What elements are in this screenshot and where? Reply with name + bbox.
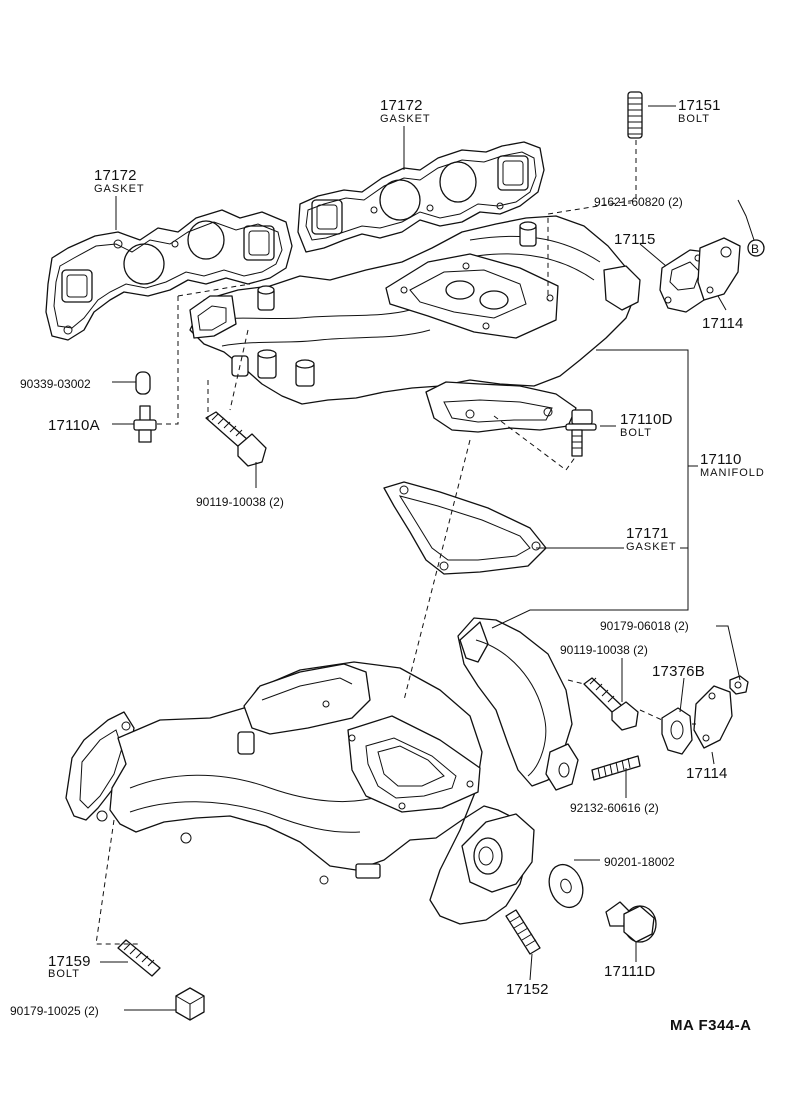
desc-17159: BOLT xyxy=(48,968,80,980)
label-17114-top: 17114 xyxy=(702,315,744,332)
desc-17110d: BOLT xyxy=(620,427,652,439)
bolt-17110d[interactable] xyxy=(565,409,597,457)
fitting-90339-03002[interactable] xyxy=(135,371,151,395)
label-17110a: 17110A xyxy=(48,417,100,434)
bolt-90119-10038-upper[interactable] xyxy=(205,411,267,467)
label-17376b: 17376B xyxy=(652,663,705,680)
exhaust-manifold[interactable] xyxy=(65,617,579,925)
gasket-17171[interactable] xyxy=(383,481,547,575)
desc-17110: MANIFOLD xyxy=(700,467,765,479)
washer-90201-18002[interactable] xyxy=(543,860,588,912)
plug-17111d[interactable] xyxy=(605,901,657,943)
label-17171: 17171 xyxy=(626,525,669,542)
b-marker: B xyxy=(747,239,765,257)
desc-17172-left: GASKET xyxy=(94,183,145,195)
stud-92132-60616[interactable] xyxy=(591,755,641,781)
label-17151: 17151 xyxy=(678,97,721,114)
gasket-17376b[interactable] xyxy=(661,707,693,755)
bolt-17151[interactable] xyxy=(627,91,643,139)
label-90201-18002: 90201-18002 xyxy=(604,855,675,869)
label-90179-06018: 90179-06018 (2) xyxy=(600,619,689,633)
alignment-lines xyxy=(95,140,696,945)
label-92132-60616: 92132-60616 (2) xyxy=(570,801,659,815)
desc-17172-right: GASKET xyxy=(380,113,431,125)
label-17172-right: 17172 xyxy=(380,97,423,114)
label-17110d: 17110D xyxy=(620,411,673,428)
part-labels: 17172 GASKET 17172 GASKET 17151 BOLT 916… xyxy=(10,97,765,1034)
label-90179-10025: 90179-10025 (2) xyxy=(10,1004,99,1018)
label-90119-10038-upper: 90119-10038 (2) xyxy=(196,495,284,509)
b-marker-label: B xyxy=(751,242,759,256)
bolt-17159[interactable] xyxy=(117,939,161,977)
bolt-90119-10038-lower[interactable] xyxy=(583,677,639,731)
gasket-17172-left[interactable] xyxy=(45,209,293,341)
leader-lines xyxy=(100,105,755,1011)
label-17114-lower: 17114 xyxy=(686,765,728,782)
gasket-17114-top[interactable] xyxy=(697,237,741,301)
label-91621-60820: 91621-60820 (2) xyxy=(594,195,683,209)
gasket-17172-right[interactable] xyxy=(297,141,545,253)
label-90339-03002: 90339-03002 xyxy=(20,377,91,391)
label-17111d: 17111D xyxy=(604,963,656,980)
label-17115: 17115 xyxy=(614,231,656,248)
nut-90179-10025[interactable] xyxy=(175,987,205,1021)
fitting-17110a[interactable] xyxy=(133,405,157,443)
label-17159: 17159 xyxy=(48,953,91,970)
nut-90179-06018[interactable] xyxy=(729,675,749,695)
desc-17171: GASKET xyxy=(626,541,677,553)
label-17152: 17152 xyxy=(506,981,549,998)
diagram-code: MA F344-A xyxy=(670,1017,751,1034)
desc-17151: BOLT xyxy=(678,113,710,125)
label-17172-left: 17172 xyxy=(94,167,137,184)
gasket-17114-lower[interactable] xyxy=(693,685,733,749)
stud-17152[interactable] xyxy=(505,909,541,955)
intake-manifold[interactable] xyxy=(189,215,641,433)
label-90119-10038-lower: 90119-10038 (2) xyxy=(560,643,648,657)
label-17110: 17110 xyxy=(700,451,742,468)
